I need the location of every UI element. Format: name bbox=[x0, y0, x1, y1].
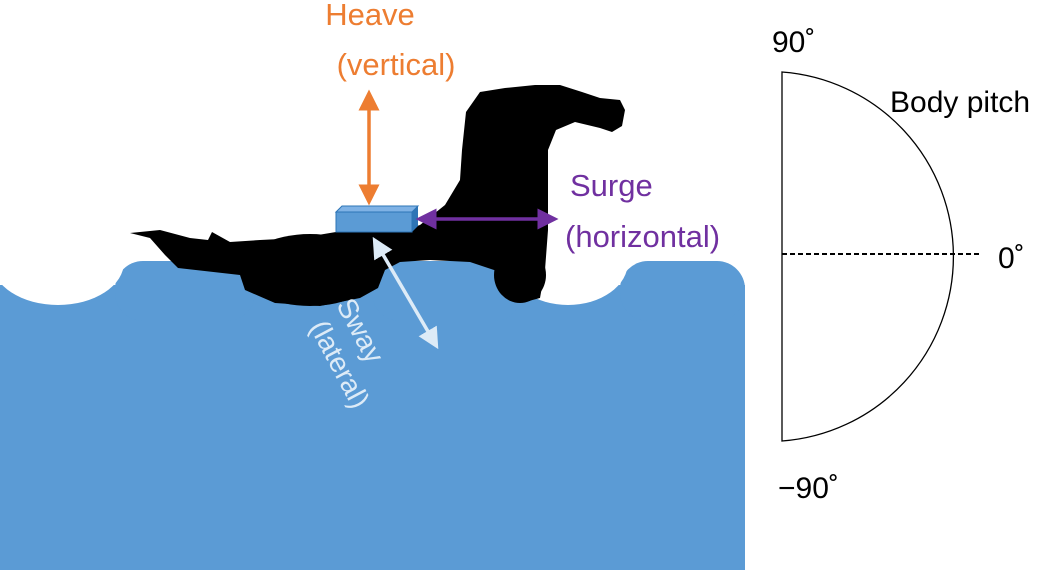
heave-label: Heave bbox=[325, 0, 415, 32]
surge-label: Surge bbox=[570, 168, 653, 203]
sway-arrow bbox=[372, 236, 439, 350]
pitch-top-label: 90˚ bbox=[772, 26, 815, 59]
logger-tag bbox=[334, 205, 420, 233]
heave-sublabel: (vertical) bbox=[337, 47, 456, 82]
pitch-bottom-label: −90˚ bbox=[778, 472, 839, 505]
pitch-semicircle bbox=[781, 71, 954, 442]
surge-sublabel: (horizontal) bbox=[565, 219, 720, 254]
bird-chest-underwater bbox=[494, 247, 546, 303]
pitch-zero-label: 0˚ bbox=[998, 242, 1025, 275]
bird-body-underwater bbox=[242, 234, 378, 306]
pitch-title: Body pitch bbox=[890, 86, 1030, 119]
